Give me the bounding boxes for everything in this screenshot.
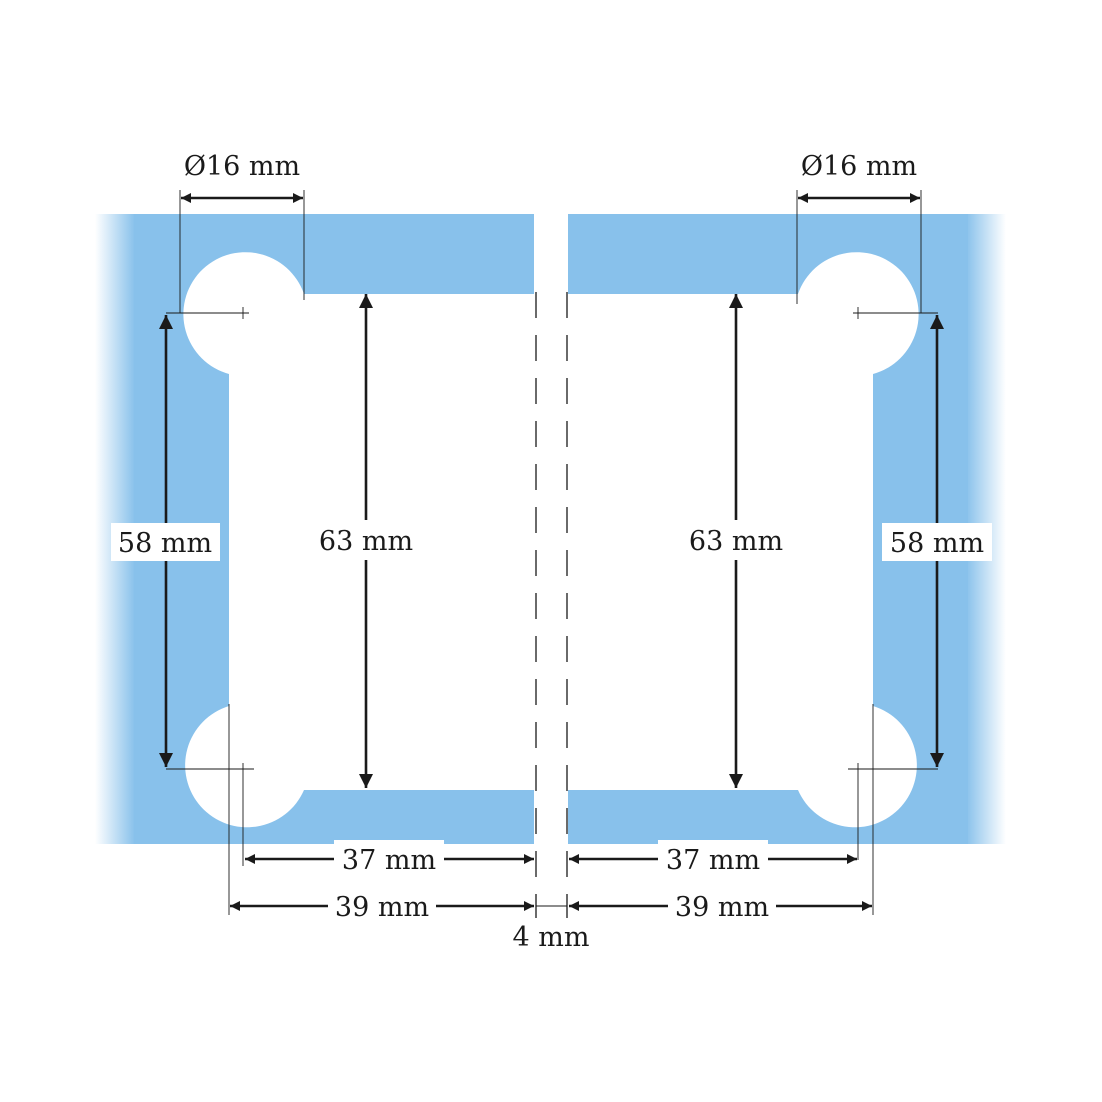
hole-center-marks — [166, 307, 938, 860]
cutout-height-right-label: 63 mm — [689, 526, 783, 557]
dimension-arrows — [159, 193, 944, 911]
extension-lines — [179, 190, 922, 915]
hole-offset-right-label: 37 mm — [666, 845, 760, 876]
cutout-depth-left-label: 39 mm — [335, 892, 429, 923]
dimension-labels: Ø16 mm Ø16 mm 58 mm 58 mm 63 mm 63 mm 37… — [118, 151, 984, 953]
label-backgrounds — [111, 523, 992, 876]
hole-spacing-left-label: 58 mm — [118, 528, 212, 559]
gap-centerlines — [535, 292, 568, 918]
hole-diameter-right-label: Ø16 mm — [801, 151, 917, 182]
gap-label: 4 mm — [513, 922, 590, 953]
hole-offset-left-label: 37 mm — [342, 845, 436, 876]
hole-spacing-right-label: 58 mm — [890, 528, 984, 559]
hole-diameter-left-label: Ø16 mm — [184, 151, 300, 182]
cutout-height-left-label: 63 mm — [319, 526, 413, 557]
cutout-depth-right-label: 39 mm — [675, 892, 769, 923]
